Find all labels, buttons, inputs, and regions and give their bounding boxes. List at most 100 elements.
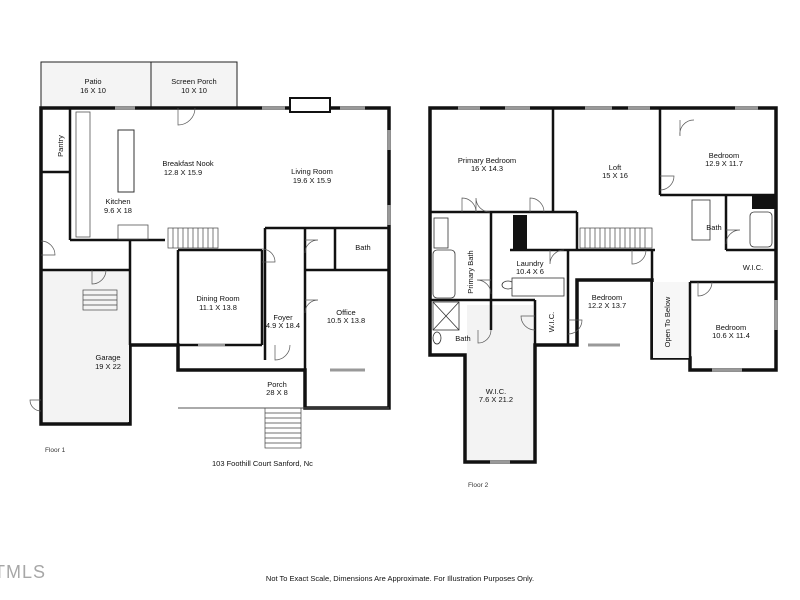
svg-text:Pantry: Pantry (56, 135, 65, 157)
floor-2-interior-walls (430, 108, 776, 370)
disclaimer-text: Not To Exact Scale, Dimensions Are Appro… (265, 574, 535, 583)
svg-text:Bath: Bath (355, 243, 370, 252)
room-name: Bath (355, 243, 370, 252)
kitchen-counter (75, 111, 91, 238)
screen-porch-area (150, 61, 238, 108)
room-dims: 12.9 X 11.7 (705, 159, 743, 168)
floor-1-labels: Patio 16 X 10 Screen Porch 10 X 10 Pantr… (56, 77, 371, 397)
svg-text:Primary Bath: Primary Bath (466, 250, 475, 293)
svg-text:12.8 X 15.9: 12.8 X 15.9 (164, 168, 202, 177)
room-name: Screen Porch (171, 77, 216, 86)
svg-text:Screen Porch: Screen Porch (171, 77, 216, 86)
wic-long-area (467, 305, 533, 460)
svg-text:Loft: Loft (609, 163, 622, 172)
svg-text:10.6 X 11.4: 10.6 X 11.4 (712, 331, 750, 340)
room-name: Pantry (56, 135, 65, 157)
room-name: Breakfast Nook (162, 159, 214, 168)
svg-text:10 X 10: 10 X 10 (181, 86, 207, 95)
room-name: Porch (267, 380, 287, 389)
svg-text:Open To Below: Open To Below (663, 296, 672, 347)
room-dims: 28 X 8 (266, 388, 288, 397)
floor-1-plan: Patio 16 X 10 Screen Porch 10 X 10 Pantr… (29, 61, 391, 449)
svg-text:Dining Room: Dining Room (196, 294, 239, 303)
room-name: Laundry (516, 259, 543, 268)
svg-text:Office: Office (336, 308, 355, 317)
svg-text:Bath: Bath (706, 223, 721, 232)
svg-text:16 X 14.3: 16 X 14.3 (471, 164, 503, 173)
svg-text:15 X 16: 15 X 16 (602, 171, 628, 180)
floor-1-interior-walls (41, 108, 389, 370)
floor-2-stairs (579, 227, 653, 249)
room-dims: 9.6 X 18 (104, 206, 132, 215)
svg-text:Bath: Bath (455, 334, 470, 343)
svg-text:16 X 10: 16 X 10 (80, 86, 106, 95)
room-name: Kitchen (105, 197, 130, 206)
room-name: Open To Below (663, 296, 672, 347)
svg-text:W.I.C.: W.I.C. (743, 263, 763, 272)
svg-text:Bedroom: Bedroom (709, 151, 739, 160)
fireplace (289, 97, 331, 113)
svg-text:Foyer: Foyer (273, 313, 293, 322)
floor-2-windows (458, 106, 778, 464)
svg-text:9.6 X 18: 9.6 X 18 (104, 206, 132, 215)
open-to-below-area (653, 282, 689, 358)
svg-text:Breakfast Nook: Breakfast Nook (162, 159, 214, 168)
kitchen-island (117, 129, 135, 193)
floor-1-stairs (82, 227, 302, 449)
svg-text:19 X 22: 19 X 22 (95, 362, 121, 371)
room-dims: 10.6 X 11.4 (712, 331, 750, 340)
floor-2-doors (461, 119, 741, 344)
room-dims: 19 X 22 (95, 362, 121, 371)
svg-text:4.9 X 18.4: 4.9 X 18.4 (266, 321, 300, 330)
svg-text:19.6 X 15.9: 19.6 X 15.9 (293, 176, 331, 185)
room-dims: 19.6 X 15.9 (293, 176, 331, 185)
room-name: Bath (455, 334, 470, 343)
svg-text:11.1 X 13.8: 11.1 X 13.8 (199, 303, 237, 312)
floor-1-doors (29, 107, 319, 412)
room-name: Patio (84, 77, 101, 86)
room-name: Office (336, 308, 355, 317)
room-dims: 16 X 14.3 (471, 164, 503, 173)
floor-2-labels: Primary Bedroom 16 X 14.3 Loft 15 X 16 B… (455, 151, 763, 404)
svg-text:Bedroom: Bedroom (716, 323, 746, 332)
svg-text:W.I.C.: W.I.C. (547, 312, 556, 332)
svg-text:12.2 X 13.7: 12.2 X 13.7 (588, 301, 626, 310)
room-name: Bath (706, 223, 721, 232)
svg-text:W.I.C.: W.I.C. (486, 387, 506, 396)
kitchen-counter-lower (117, 224, 149, 240)
room-dims: 12.8 X 15.9 (164, 168, 202, 177)
room-name: Garage (95, 353, 120, 362)
floor-1-exterior-wall (39, 106, 391, 426)
room-name: W.I.C. (486, 387, 506, 396)
svg-text:Primary Bedroom: Primary Bedroom (458, 156, 516, 165)
room-name: Living Room (291, 167, 333, 176)
mls-watermark: TMLS (0, 562, 47, 582)
room-name: W.I.C. (547, 312, 556, 332)
svg-text:Patio: Patio (84, 77, 101, 86)
svg-text:Living Room: Living Room (291, 167, 333, 176)
room-name: Bedroom (709, 151, 739, 160)
svg-text:Bedroom: Bedroom (592, 293, 622, 302)
room-dims: 11.1 X 13.8 (199, 303, 237, 312)
svg-text:10.5 X 13.8: 10.5 X 13.8 (327, 316, 365, 325)
floor-2-plan: Primary Bedroom 16 X 14.3 Loft 15 X 16 B… (428, 106, 778, 464)
property-address: 103 Foothill Court Sanford, Nc (212, 459, 313, 468)
room-dims: 16 X 10 (80, 86, 106, 95)
room-dims: 12.2 X 13.7 (588, 301, 626, 310)
floor-2-caption: Floor 2 (468, 482, 489, 489)
chase-block (752, 195, 776, 209)
chase-block (513, 215, 527, 250)
svg-text:12.9 X 11.7: 12.9 X 11.7 (705, 159, 743, 168)
garage-area (43, 270, 129, 422)
room-dims: 4.9 X 18.4 (266, 321, 300, 330)
floor-2-exterior-wall (428, 106, 778, 464)
room-name: Primary Bath (466, 250, 475, 293)
room-dims: 10.5 X 13.8 (327, 316, 365, 325)
svg-text:Laundry: Laundry (516, 259, 543, 268)
floor-1-caption: Floor 1 (45, 447, 66, 454)
svg-text:Garage: Garage (95, 353, 120, 362)
room-dims: 10 X 10 (181, 86, 207, 95)
room-name: Bedroom (592, 293, 622, 302)
room-dims: 7.6 X 21.2 (479, 395, 513, 404)
